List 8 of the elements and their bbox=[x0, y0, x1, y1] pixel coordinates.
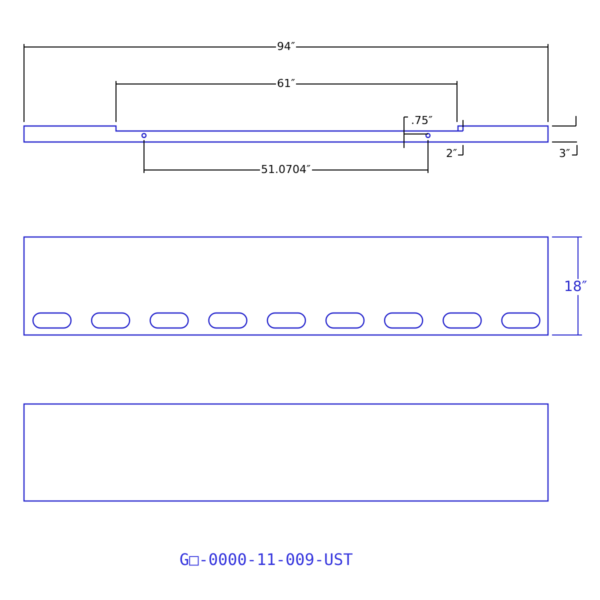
dimension-label: 51.0704″ bbox=[260, 164, 312, 176]
dimension-label: 61″ bbox=[276, 78, 296, 90]
dimension-label: 3″ bbox=[558, 148, 572, 160]
dimension-label: 2″ bbox=[445, 148, 458, 160]
dimension-label: 94″ bbox=[276, 41, 296, 53]
dimension-label: 18″ bbox=[563, 279, 588, 295]
part-number: G□-0000-11-009-UST bbox=[180, 551, 353, 569]
dimension-label: .75″ bbox=[410, 115, 434, 127]
